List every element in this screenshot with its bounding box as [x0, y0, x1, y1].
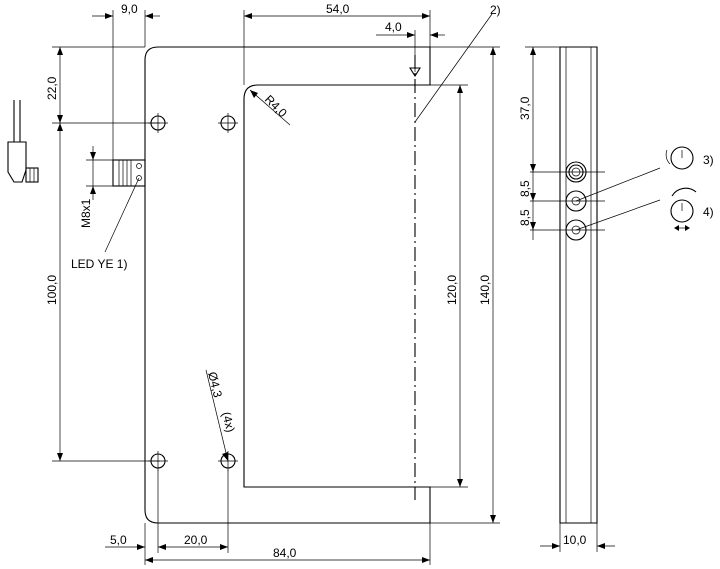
dim-37-label: 37,0	[518, 96, 532, 120]
dim-22-label: 22,0	[45, 76, 59, 100]
side-view	[530, 46, 605, 524]
dim-9-label: 9,0	[121, 2, 138, 16]
dim-20-label: 20,0	[184, 533, 208, 547]
dim-120-label: 120,0	[445, 275, 459, 305]
callout-3: 3)	[575, 146, 714, 202]
dim-100: 100,0	[45, 123, 160, 462]
dim-radius-label: R4,0	[262, 92, 290, 120]
fork-body	[144, 46, 431, 524]
callout-2: 2)	[414, 3, 501, 123]
dim-hole-label: Ø4,3	[205, 370, 225, 399]
dim-120: 120,0	[430, 84, 468, 488]
dim-4: 4,0	[376, 20, 445, 78]
led-callout: LED YE 1)	[71, 177, 140, 271]
callout-4: 4)	[575, 187, 714, 231]
dim-9: 9,0	[92, 2, 160, 160]
cable-connector	[7, 100, 39, 183]
dim-140: 140,0	[430, 46, 500, 524]
dim-54-label: 54,0	[326, 2, 350, 16]
dim-8-5-b-label: 8,5	[518, 209, 532, 226]
dim-4-label: 4,0	[385, 20, 402, 34]
dim-140-label: 140,0	[478, 275, 492, 305]
dim-side-vertical: 37,0 8,5 8,5	[518, 46, 560, 240]
dim-m8: M8x1	[79, 146, 113, 228]
dim-bottom: 5,0 20,0 84,0	[105, 470, 431, 565]
dim-5-label: 5,0	[110, 533, 127, 547]
dim-8-5-a-label: 8,5	[518, 180, 532, 197]
dim-10: 10,0	[540, 523, 615, 552]
callout-3-label: 3)	[703, 153, 714, 167]
dim-54: 54,0	[243, 2, 431, 85]
dim-radius: R4,0	[249, 89, 291, 126]
dim-hole: Ø4,3 (4x)	[205, 369, 238, 462]
led-label: LED YE 1)	[71, 257, 127, 271]
dim-m8-label: M8x1	[79, 198, 93, 228]
dim-22: 22,0	[45, 46, 160, 124]
callout-4-label: 4)	[703, 205, 714, 219]
callout-2-label: 2)	[490, 3, 501, 17]
dim-100-label: 100,0	[45, 275, 59, 305]
m8-connector	[112, 159, 146, 187]
dim-84-label: 84,0	[273, 546, 297, 560]
dim-hole-count-label: (4x)	[219, 410, 238, 433]
dim-10-label: 10,0	[563, 533, 587, 547]
